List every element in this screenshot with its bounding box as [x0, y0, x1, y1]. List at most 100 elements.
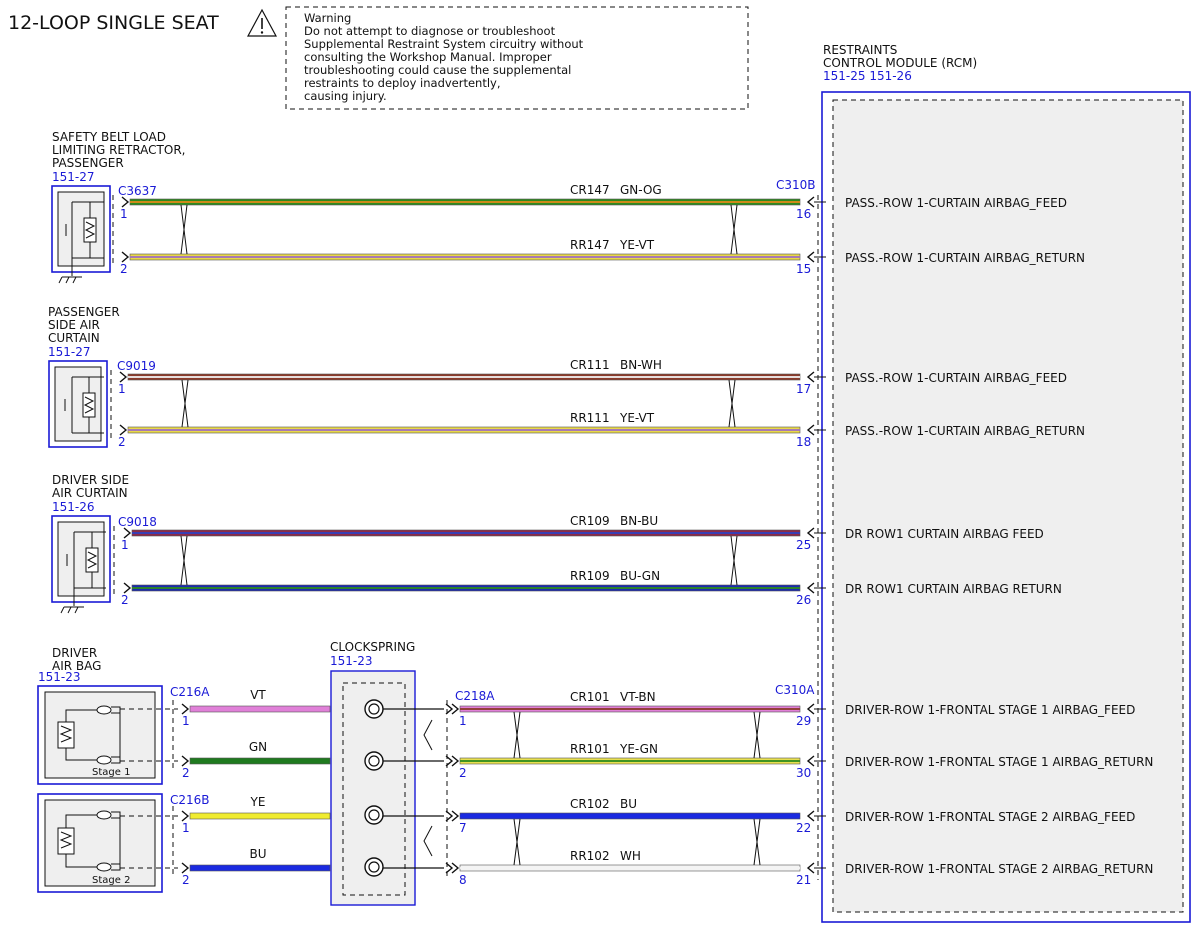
connector-c9018: C9018 — [118, 515, 157, 529]
wire-color: GN-OG — [620, 183, 662, 197]
wire-rr111-stripe — [128, 429, 800, 431]
pin-arrow — [123, 582, 132, 594]
rcm-module — [821, 91, 1191, 923]
wire-cr101-stripe — [460, 708, 800, 710]
pin-right: 16 — [796, 207, 811, 221]
connector-c310b: C310B — [776, 178, 816, 192]
component-label: SAFETY BELT LOAD — [52, 130, 166, 144]
wire-vt — [189, 705, 331, 713]
component-label: LIMITING RETRACTOR, — [52, 143, 185, 157]
pin-left: 1 — [459, 714, 467, 728]
pin-right: 21 — [796, 873, 811, 887]
wire-color: VT-BN — [620, 690, 656, 704]
pin-arrow — [451, 862, 460, 874]
pin-arrow — [806, 424, 815, 436]
rcm-inner — [833, 100, 1183, 912]
pin-left: 1 — [121, 538, 129, 552]
warning-line: consulting the Workshop Manual. Improper — [304, 50, 552, 64]
circuit-number: RR101 — [570, 742, 610, 756]
component-label: PASSENGER — [48, 305, 120, 319]
stage1-label: Stage 1 — [92, 767, 130, 778]
rcm-signal: PASS.-ROW 1-CURTAIN AIRBAG_RETURN — [845, 424, 1085, 438]
wire-color: BU — [620, 797, 637, 811]
pin-right: 26 — [796, 593, 811, 607]
rcm-signal: PASS.-ROW 1-CURTAIN AIRBAG_RETURN — [845, 251, 1085, 265]
wire-cr109-stripe — [132, 532, 800, 534]
pin-left: 2 — [120, 262, 128, 276]
component-label: SIDE AIR — [48, 318, 100, 332]
pin-arrow — [181, 755, 190, 767]
belt-retractor-component — [51, 185, 111, 284]
wire-color: BU-GN — [620, 569, 660, 583]
wire-color: BU — [249, 847, 266, 861]
pin-arrow — [119, 424, 128, 436]
pin-arrow — [806, 862, 815, 874]
circuit-number: RR111 — [570, 411, 610, 425]
rcm-label: RESTRAINTS — [823, 43, 897, 57]
component-ref: 151-27 — [52, 170, 95, 184]
twist-symbol — [513, 818, 521, 866]
connector-c310a: C310A — [775, 683, 815, 697]
wire-color: GN — [249, 740, 267, 754]
pin-right: 25 — [796, 538, 811, 552]
pin-left: 2 — [121, 593, 129, 607]
circuit-number: CR102 — [570, 797, 610, 811]
connector-c3637: C3637 — [118, 184, 157, 198]
pin-arrow — [445, 810, 454, 822]
pin-arrow — [119, 371, 128, 383]
twist-symbol — [513, 711, 521, 759]
driver-airbag-stage2: Stage 2 — [37, 793, 163, 893]
pin-arrow — [123, 527, 132, 539]
wire-cr102-stripe — [460, 815, 800, 817]
twist-symbol — [181, 379, 189, 428]
pin-left: 1 — [182, 821, 190, 835]
pin-left: 2 — [459, 766, 467, 780]
wire-color: YE-VT — [619, 238, 655, 252]
wire-color: WH — [620, 849, 641, 863]
component-label: PASSENGER — [52, 156, 124, 170]
twist-symbol — [728, 379, 736, 428]
connector-c9019: C9019 — [117, 359, 156, 373]
pin-arrow — [451, 755, 460, 767]
clockspring-ref: 151-23 — [330, 654, 373, 668]
pin-arrow — [445, 703, 454, 715]
twist-symbol — [753, 818, 761, 866]
driver-curtain-component — [51, 515, 111, 614]
wire-bu — [189, 864, 331, 872]
rcm-signal: DR ROW1 CURTAIN AIRBAG FEED — [845, 527, 1044, 541]
wire-cr147-stripe — [130, 201, 800, 203]
pin-arrow — [806, 196, 815, 208]
pin-arrow — [806, 371, 815, 383]
wire-color: BN-WH — [620, 358, 662, 372]
warning-line: causing injury. — [304, 89, 387, 103]
pin-arrow — [445, 862, 454, 874]
wire-rr101-stripe — [460, 760, 800, 762]
connector-c218a: C218A — [455, 689, 495, 703]
component-label: AIR BAG — [52, 659, 101, 673]
component-ref: 151-26 — [52, 500, 95, 514]
pin-arrow — [806, 810, 815, 822]
wire-color: BN-BU — [620, 514, 658, 528]
component-label: DRIVER SIDE — [52, 473, 129, 487]
pin-arrow — [806, 527, 815, 539]
pin-right: 15 — [796, 262, 811, 276]
component-ref: 151-23 — [38, 670, 81, 684]
component-label: DRIVER — [52, 646, 97, 660]
wire-rr109-stripe — [132, 587, 800, 589]
warning-line: Do not attempt to diagnose or troublesho… — [304, 24, 556, 38]
pin-arrow — [445, 755, 454, 767]
pin-right: 17 — [796, 382, 811, 396]
twist-symbol — [730, 204, 738, 255]
pin-left: 8 — [459, 873, 467, 887]
pin-arrow — [181, 862, 190, 874]
wire-color: YE-VT — [619, 411, 655, 425]
rcm-signal: PASS.-ROW 1-CURTAIN AIRBAG_FEED — [845, 371, 1067, 385]
wire-cr111-stripe — [128, 376, 800, 378]
pin-left: 2 — [118, 435, 126, 449]
component-label: CURTAIN — [48, 331, 100, 345]
driver-airbag-stage1: Stage 1 — [37, 685, 163, 785]
rcm-signal: DRIVER-ROW 1-FRONTAL STAGE 2 AIRBAG_RETU… — [845, 862, 1153, 876]
connector-c216a: C216A — [170, 685, 210, 699]
twist-symbol — [180, 535, 188, 586]
pin-arrow — [451, 703, 460, 715]
